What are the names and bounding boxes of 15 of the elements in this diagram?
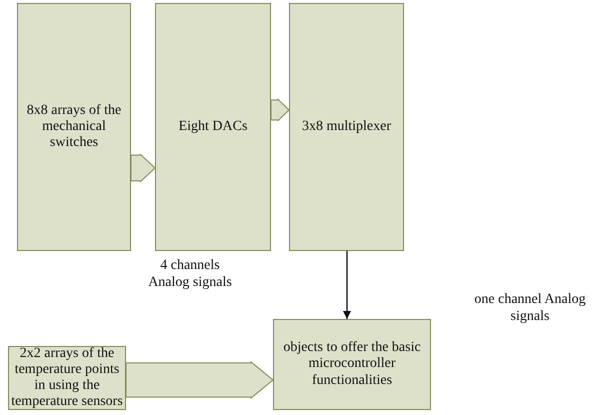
- block-arrow: [126, 360, 274, 400]
- process-box: [155, 3, 271, 251]
- box-text: 2x2 arrays of the temperature points in using the temperature sensors: [11, 346, 123, 410]
- process-box: [289, 3, 404, 251]
- box-text: objects to offer the basic microcontroller functionalities: [282, 340, 422, 389]
- box-text: Eight DACs: [178, 118, 248, 136]
- box-text: 8x8 arrays of the mechanical switches: [26, 102, 122, 152]
- signal-label: 4 channels Analog signals: [148, 258, 232, 292]
- box-text: 3x8 multiplexer: [302, 118, 392, 136]
- process-box: [273, 319, 431, 410]
- signal-label: one channel Analog signals: [473, 292, 587, 326]
- block-arrow: [130, 153, 156, 183]
- process-box: [17, 3, 131, 251]
- block-arrow: [270, 98, 290, 122]
- arrow: [343, 251, 351, 319]
